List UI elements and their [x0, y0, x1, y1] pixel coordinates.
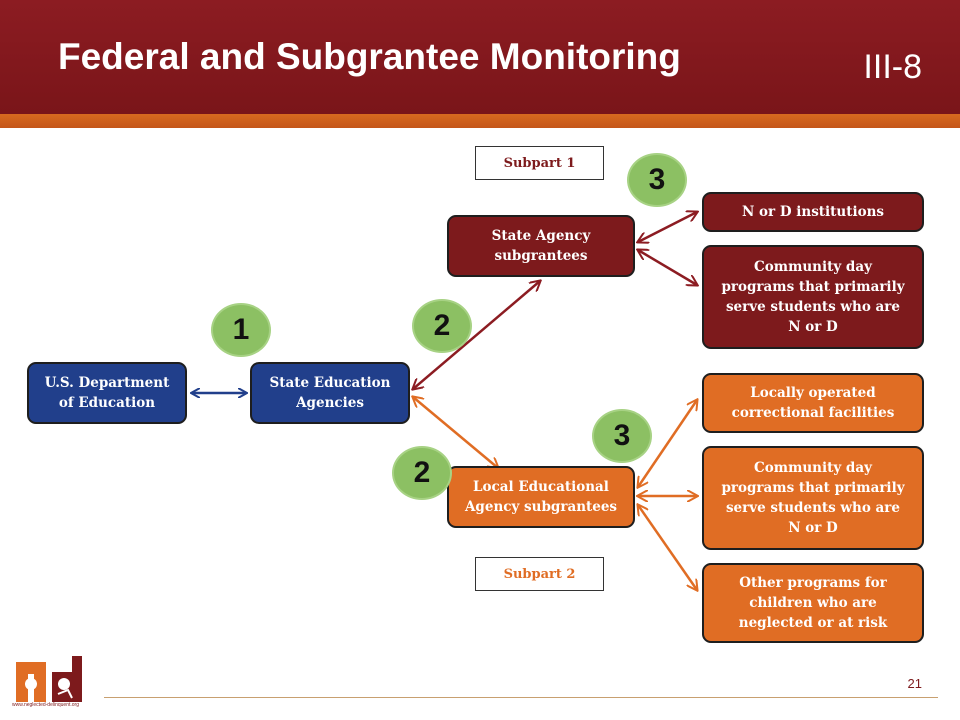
arrow-state-nd-institutions: [638, 212, 697, 242]
badge-step-3-local: 3: [592, 409, 652, 463]
nd-institutions-box: N or D institutions: [702, 192, 924, 232]
badge-step-2-state: 2: [412, 299, 472, 353]
arrow-lea-correctional: [638, 400, 697, 487]
state-agency-subgrantees-box: State Agency subgrantees: [447, 215, 635, 277]
badge-step-2-local: 2: [392, 446, 452, 500]
page-title: Federal and Subgrantee Monitoring: [58, 36, 681, 77]
us-department-of-education-box: U.S. Department of Education: [27, 362, 187, 424]
arrow-lea-other-programs: [638, 505, 697, 590]
nd-logo: [16, 656, 82, 702]
subpart-2-label: Subpart 2: [475, 557, 604, 591]
page-number: 21: [907, 676, 922, 691]
other-programs-box: Other programs for children who are negl…: [702, 563, 924, 643]
subpart-1-label: Subpart 1: [475, 146, 604, 180]
footer-divider: [104, 697, 938, 698]
arrow-sea-state-agency: [413, 281, 540, 389]
badge-step-3-state: 3: [627, 153, 687, 207]
locally-operated-correctional-box: Locally operated correctional facilities: [702, 373, 924, 433]
community-day-local-box: Community day programs that primarily se…: [702, 446, 924, 550]
arrow-sea-lea: [413, 397, 498, 468]
lea-subgrantees-box: Local Educational Agency subgrantees: [447, 466, 635, 528]
logo-url: www.neglected-delinquent.org: [12, 702, 79, 708]
state-education-agencies-box: State Education Agencies: [250, 362, 410, 424]
slide-code: III-8: [863, 48, 922, 86]
header-stripe: [0, 114, 960, 128]
arrow-state-community-day: [638, 250, 697, 285]
community-day-state-box: Community day programs that primarily se…: [702, 245, 924, 349]
header-band: [0, 0, 960, 114]
badge-step-1: 1: [211, 303, 271, 357]
